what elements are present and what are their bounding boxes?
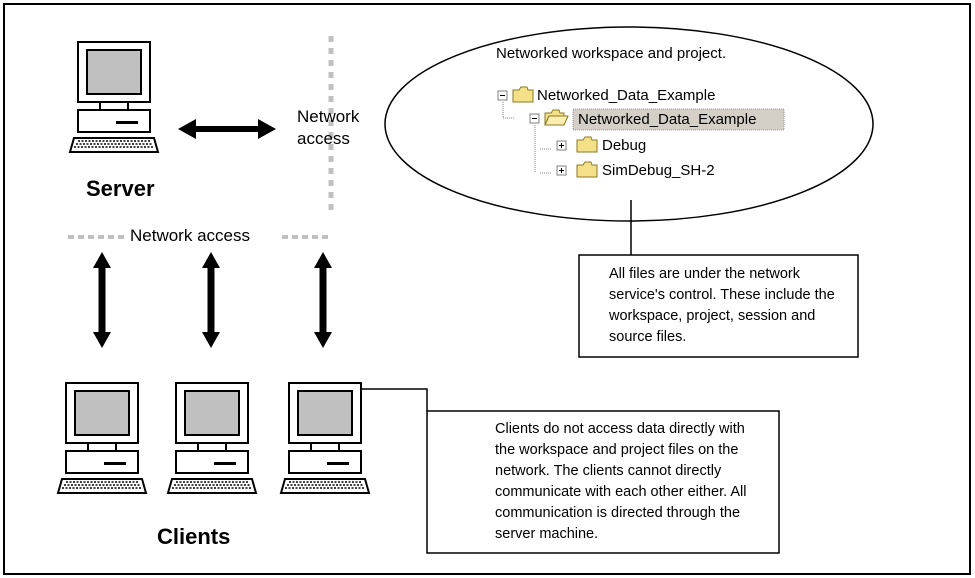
client1-computer-icon (57, 382, 147, 494)
tree-item-project-selected[interactable]: Networked_Data_Example (578, 111, 757, 128)
files-callout-text: All files are under the network service'… (609, 266, 835, 345)
files-callout-box (578, 254, 859, 358)
server-computer-icon (69, 41, 159, 153)
tree-expander-2-minus-icon[interactable] (529, 113, 540, 124)
clients-callout-connector (360, 388, 428, 411)
network-access-vertical-label: Network access (297, 107, 360, 148)
tree-selection-highlight (572, 108, 785, 131)
outer-frame (3, 3, 971, 575)
network-access-horizontal-label: Network access (130, 226, 250, 245)
workspace-title: Networked workspace and project. (496, 45, 727, 62)
tree-expander-3-plus-icon[interactable] (556, 140, 567, 151)
clients-label: Clients (157, 524, 231, 549)
client2-computer-icon (167, 382, 257, 494)
client2-double-arrow (202, 252, 220, 348)
tree-expander-1-minus-icon[interactable] (497, 90, 508, 101)
clients-callout-text: Clients do not access data directly with… (495, 421, 747, 542)
client3-computer-icon (280, 382, 370, 494)
server-network-double-arrow (178, 119, 276, 139)
tree-expander-4-plus-icon[interactable] (556, 165, 567, 176)
clients-callout-box (426, 410, 780, 554)
tree-item-debug[interactable]: Debug (602, 137, 647, 154)
server-label: Server (86, 176, 155, 201)
tree-connectors (502, 102, 552, 174)
client3-double-arrow (314, 252, 332, 348)
tree-item-simdebug[interactable]: SimDebug_SH-2 (602, 162, 715, 179)
tree-item-root[interactable]: Networked_Data_Example (537, 87, 716, 104)
client1-double-arrow (93, 252, 111, 348)
